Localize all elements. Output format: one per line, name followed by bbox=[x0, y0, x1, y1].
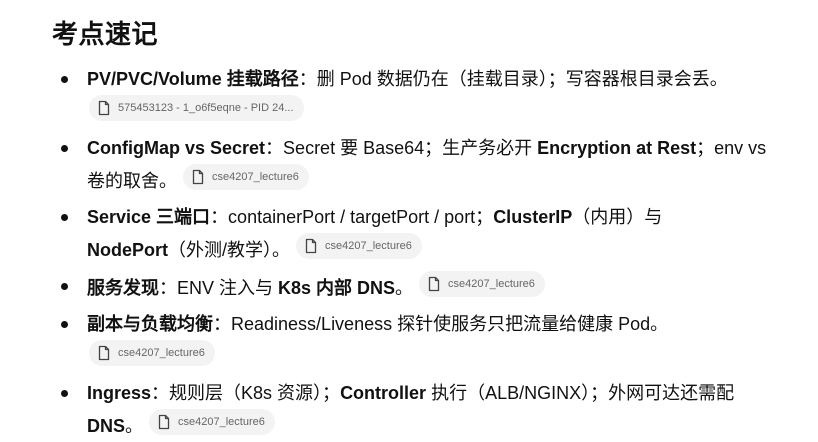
item-term: Controller bbox=[340, 383, 427, 403]
citation-label: cse4207_lecture6 bbox=[212, 171, 299, 183]
source-citation-chip[interactable]: 575453123 - 1_o6f5eqne - PID 24... bbox=[89, 95, 304, 121]
key-points-list: PV/PVC/Volume 挂载路径：删 Pod 数据仍在（挂载目录）；写容器根… bbox=[52, 64, 778, 442]
source-citation-chip[interactable]: cse4207_lecture6 bbox=[419, 271, 545, 297]
item-term: Service 三端口 bbox=[87, 207, 211, 227]
item-term: ConfigMap vs Secret bbox=[87, 138, 266, 158]
citation-label: cse4207_lecture6 bbox=[325, 240, 412, 252]
document-icon bbox=[157, 414, 171, 430]
item-text: ：Secret 要 Base64；生产务必开 bbox=[265, 138, 538, 158]
citation-label: cse4207_lecture6 bbox=[448, 278, 535, 290]
item-text: ；env vs 卷的取舍。 bbox=[87, 138, 767, 191]
list-item: Ingress：规则层（K8s 资源）；Controller 执行（ALB/NG… bbox=[52, 378, 777, 442]
item-term: 服务发现 bbox=[87, 278, 159, 298]
item-term: ClusterIP bbox=[493, 207, 573, 227]
item-text: ：规则层（K8s 资源）； bbox=[151, 383, 341, 403]
document-icon bbox=[191, 169, 205, 185]
source-citation-chip[interactable]: cse4207_lecture6 bbox=[89, 340, 215, 366]
list-item: Service 三端口：containerPort / targetPort /… bbox=[52, 202, 777, 266]
item-term: Encryption at Rest bbox=[537, 138, 697, 158]
item-term: K8s 内部 DNS bbox=[278, 278, 396, 298]
item-text: 执行（ALB/NGINX）；外网可达还需配 bbox=[426, 383, 735, 403]
item-term: PV/PVC/Volume 挂载路径 bbox=[87, 69, 299, 89]
item-text: ：containerPort / targetPort / port； bbox=[210, 207, 494, 227]
item-term: 副本与负载均衡 bbox=[87, 314, 213, 334]
list-item: 副本与负载均衡：Readiness/Liveness 探针使服务只把流量给健康 … bbox=[52, 309, 777, 373]
document-icon bbox=[97, 345, 111, 361]
item-text: ：删 Pod 数据仍在（挂载目录）；写容器根目录会丢。 bbox=[298, 69, 728, 89]
item-text: ：ENV 注入与 bbox=[159, 278, 279, 298]
list-item: 服务发现：ENV 注入与 K8s 内部 DNS。 cse4207_lecture6 bbox=[52, 271, 777, 304]
citation-label: cse4207_lecture6 bbox=[178, 416, 265, 428]
item-term: Ingress bbox=[87, 383, 152, 403]
document-icon bbox=[97, 100, 111, 116]
item-text: （外测/教学）。 bbox=[168, 240, 291, 260]
item-text: ：Readiness/Liveness 探针使服务只把流量给健康 Pod。 bbox=[213, 314, 669, 334]
source-citation-chip[interactable]: cse4207_lecture6 bbox=[149, 409, 275, 435]
item-text: 。 bbox=[125, 416, 144, 436]
citation-label: cse4207_lecture6 bbox=[118, 347, 205, 359]
item-text: （内用）与 bbox=[572, 207, 663, 227]
document-icon bbox=[427, 276, 441, 292]
item-text: 。 bbox=[395, 278, 414, 298]
source-citation-chip[interactable]: cse4207_lecture6 bbox=[183, 164, 309, 190]
item-term: NodePort bbox=[87, 240, 168, 260]
list-item: ConfigMap vs Secret：Secret 要 Base64；生产务必… bbox=[52, 133, 777, 197]
source-citation-chip[interactable]: cse4207_lecture6 bbox=[296, 233, 422, 259]
document-icon bbox=[304, 238, 318, 254]
citation-label: 575453123 - 1_o6f5eqne - PID 24... bbox=[118, 102, 294, 114]
item-term: DNS bbox=[87, 416, 126, 436]
list-item: PV/PVC/Volume 挂载路径：删 Pod 数据仍在（挂载目录）；写容器根… bbox=[52, 64, 777, 128]
page-title: 考点速记 bbox=[52, 19, 159, 49]
